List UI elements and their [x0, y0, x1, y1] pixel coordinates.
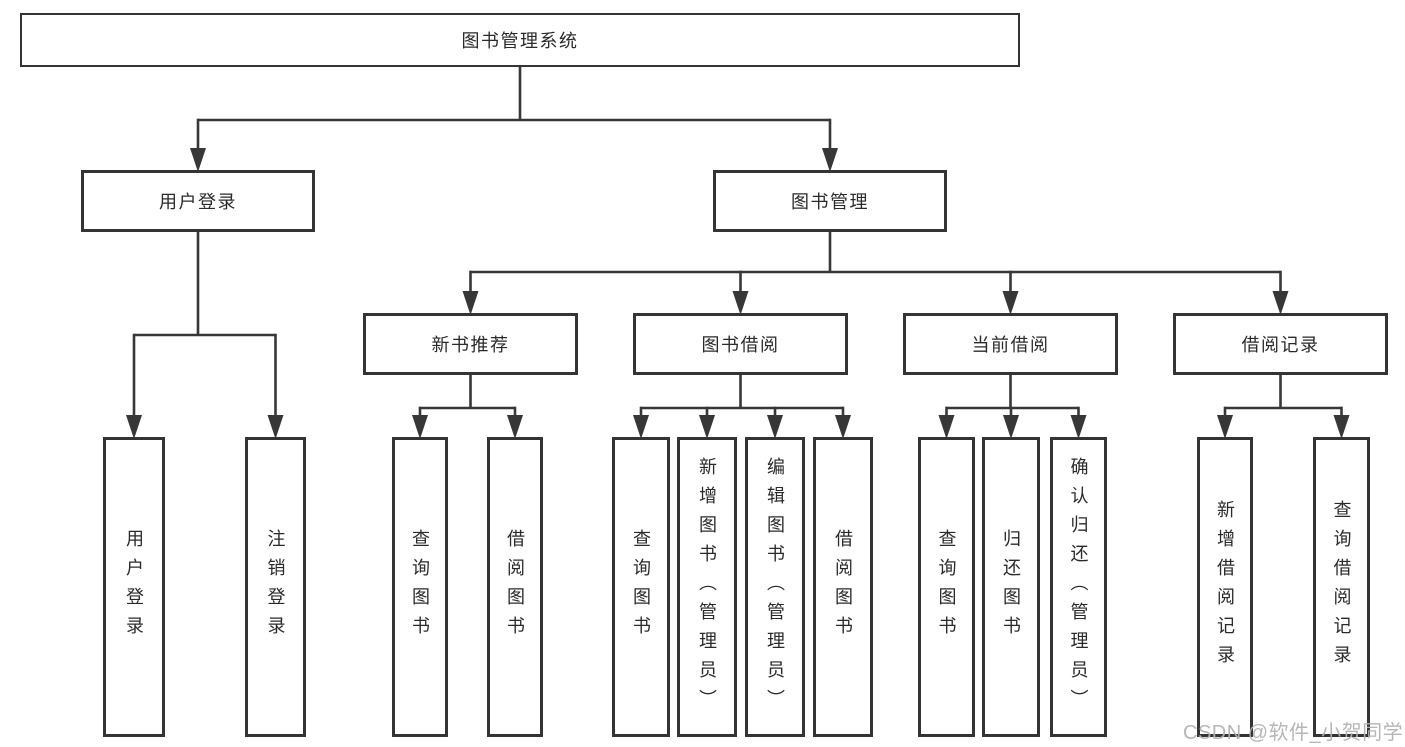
box-leaf-user-login: 用户登录 [103, 437, 165, 737]
box-leaf-br-query-label: 查询借阅记录 [1331, 500, 1352, 674]
box-leaf-bb-borrow-label: 借阅图书 [833, 529, 853, 645]
box-leaf-cb-return: 归还图书 [982, 437, 1040, 737]
box-leaf-cb-query-label: 查询图书 [936, 529, 957, 645]
box-root: 图书管理系统 [20, 13, 1020, 67]
box-borrow-records: 借阅记录 [1173, 313, 1388, 375]
box-book-mgmt-label: 图书管理 [791, 192, 869, 212]
box-book-mgmt: 图书管理 [713, 170, 947, 232]
box-user-login-label: 用户登录 [159, 192, 237, 212]
box-leaf-bb-borrow: 借阅图书 [813, 437, 873, 737]
box-leaf-bb-edit-label: 编辑图书（管理员） [765, 456, 785, 718]
box-leaf-nb-borrow: 借阅图书 [487, 437, 543, 737]
box-leaf-user-login-label: 用户登录 [124, 529, 144, 645]
box-current-borrow: 当前借阅 [903, 313, 1118, 375]
box-leaf-nb-borrow-label: 借阅图书 [505, 529, 525, 645]
box-leaf-bb-query-label: 查询图书 [631, 529, 651, 645]
box-leaf-logout: 注销登录 [245, 437, 306, 737]
box-leaf-br-add: 新增借阅记录 [1197, 437, 1253, 737]
box-leaf-bb-edit: 编辑图书（管理员） [745, 437, 805, 737]
box-leaf-nb-query-label: 查询图书 [410, 529, 430, 645]
box-user-login: 用户登录 [81, 170, 315, 232]
box-leaf-nb-query: 查询图书 [392, 437, 448, 737]
box-leaf-cb-query: 查询图书 [918, 437, 975, 737]
box-leaf-cb-confirm-label: 确认归还（管理员） [1068, 456, 1089, 718]
box-leaf-bb-query: 查询图书 [612, 437, 670, 737]
box-current-borrow-label: 当前借阅 [971, 335, 1050, 355]
box-new-books: 新书推荐 [363, 313, 578, 375]
box-leaf-bb-add-label: 新增图书（管理员） [697, 456, 717, 718]
box-leaf-br-add-label: 新增借阅记录 [1215, 500, 1235, 674]
box-book-borrow: 图书借阅 [633, 313, 848, 375]
box-leaf-logout-label: 注销登录 [265, 529, 286, 645]
watermark: CSDN @软件_小贺同学 [1183, 722, 1404, 744]
box-leaf-bb-add: 新增图书（管理员） [677, 437, 737, 737]
box-root-label: 图书管理系统 [461, 31, 579, 51]
box-borrow-records-label: 借阅记录 [1241, 335, 1320, 355]
box-leaf-cb-confirm: 确认归还（管理员） [1050, 437, 1107, 737]
box-book-borrow-label: 图书借阅 [701, 335, 780, 355]
box-leaf-br-query: 查询借阅记录 [1313, 437, 1370, 737]
box-new-books-label: 新书推荐 [431, 335, 510, 355]
box-leaf-cb-return-label: 归还图书 [1001, 529, 1021, 645]
